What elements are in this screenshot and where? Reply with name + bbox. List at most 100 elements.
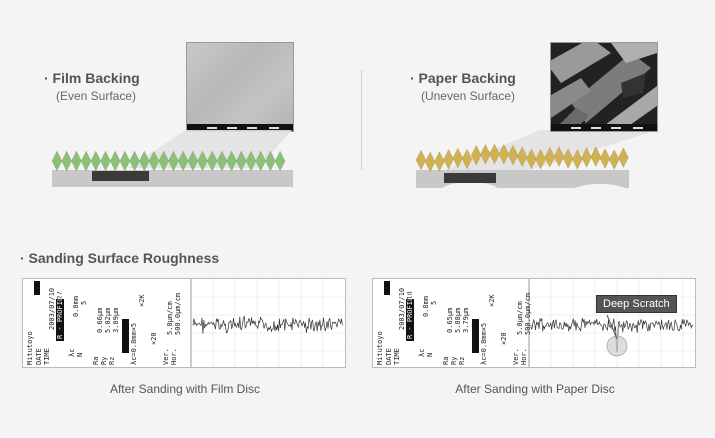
printout-rz-label: Rz xyxy=(108,357,116,365)
abrasive-grain xyxy=(52,151,62,171)
paper-zoom-beam xyxy=(444,130,658,170)
paper-fibers xyxy=(551,43,657,131)
printout-n-value: 5 xyxy=(80,301,88,305)
printout-ra-label: Ra xyxy=(92,357,100,365)
printout-x20: ×20 xyxy=(500,332,508,345)
printout-ver-label: Ver. xyxy=(162,348,170,365)
film-roughness-printout: Mitutoyo DATE TIME 2003/07/10 10:45:27 R… xyxy=(22,278,346,368)
micrograph-scalebar xyxy=(551,124,657,131)
abrasive-grain xyxy=(517,147,527,167)
printout-rz-label: Rz xyxy=(458,357,466,365)
paper-printout-graphic: Mitutoyo DATE TIME 2003/07/10 10:50:18 R… xyxy=(373,279,695,367)
abrasive-grain xyxy=(600,148,610,168)
printout-n-value: 5 xyxy=(430,301,438,305)
abrasive-grain xyxy=(62,151,72,171)
printout-date-label: DATE xyxy=(35,348,43,365)
abrasive-grain xyxy=(508,145,518,165)
abrasive-grain xyxy=(110,151,120,171)
paper-roughness-printout: Mitutoyo DATE TIME 2003/07/10 10:50:18 R… xyxy=(372,278,696,368)
printout-rz-value: 3.89μm xyxy=(112,308,120,333)
paper-gap-right xyxy=(570,184,630,202)
printout-profile-label: R - PROFILE xyxy=(406,293,414,339)
printout-date-label: DATE xyxy=(385,348,393,365)
abrasive-grain xyxy=(188,151,198,171)
abrasive-grain xyxy=(236,151,246,171)
printout-cond: λc=0.8mm×5 xyxy=(480,323,488,365)
printout-n-label: N xyxy=(426,353,434,357)
printout-hor-value: 500.0μm/cm xyxy=(174,293,182,335)
printout-ra-value: 0.66μm xyxy=(96,308,104,333)
abrasive-grain xyxy=(91,151,101,171)
paper-pad xyxy=(444,173,496,183)
abrasive-grain xyxy=(178,151,188,171)
abrasive-grain xyxy=(425,152,435,172)
printout-profile-label: R - PROFILE xyxy=(56,293,64,339)
deep-scratch-label: Deep Scratch xyxy=(596,295,677,313)
abrasive-grain xyxy=(554,147,564,167)
film-zoom-beam xyxy=(128,130,292,168)
abrasive-grain xyxy=(265,151,275,171)
abrasive-grain xyxy=(453,148,463,168)
abrasive-grain xyxy=(563,149,573,169)
printout-date: 2003/07/10 xyxy=(48,288,56,330)
printout-mag: ×2K xyxy=(138,294,146,307)
abrasive-grain xyxy=(582,147,592,167)
abrasive-grain xyxy=(618,148,628,168)
film-backing-subtitle: (Even Surface) xyxy=(26,89,166,103)
abrasive-grain xyxy=(480,144,490,164)
abrasive-grain xyxy=(227,151,237,171)
abrasive-grain xyxy=(471,145,481,165)
abrasive-grain xyxy=(139,151,149,171)
paper-micrograph xyxy=(550,42,658,132)
film-printout-graphic: Mitutoyo DATE TIME 2003/07/10 10:45:27 R… xyxy=(23,279,345,367)
abrasive-grain xyxy=(536,149,546,169)
abrasive-grain xyxy=(101,151,111,171)
film-pad xyxy=(92,171,149,181)
abrasive-grain xyxy=(434,151,444,171)
printout-ry-value: 5.88μm xyxy=(454,308,462,333)
abrasive-grain xyxy=(416,150,426,170)
film-micrograph xyxy=(186,42,294,132)
paper-caption: After Sanding with Paper Disc xyxy=(405,382,665,396)
paper-gap-left xyxy=(440,182,500,202)
film-base-layer xyxy=(52,170,293,187)
abrasive-grain xyxy=(499,144,509,164)
paper-base-layer xyxy=(416,170,629,188)
abrasive-grain xyxy=(462,149,472,169)
film-caption: After Sanding with Film Disc xyxy=(55,382,315,396)
printout-brand: Mitutoyo xyxy=(26,331,34,365)
printout-cond: λc=0.8mm×5 xyxy=(130,323,138,365)
abrasive-grain xyxy=(207,151,217,171)
paper-grains xyxy=(416,144,628,172)
abrasive-grain xyxy=(444,149,454,169)
abrasive-grain xyxy=(609,149,619,169)
abrasive-grain xyxy=(256,151,266,171)
abrasive-grain xyxy=(490,144,500,164)
abrasive-grain xyxy=(130,151,140,171)
film-backing-title: · Film Backing xyxy=(44,70,140,86)
film-grains xyxy=(52,151,285,171)
printout-lambda-value: 0.8mm xyxy=(72,296,80,317)
printout-brand: Mitutoyo xyxy=(376,331,384,365)
abrasive-grain xyxy=(168,151,178,171)
printout-ver-value: 5.0μm/cm xyxy=(166,301,174,335)
printout-ver-label: Ver. xyxy=(512,348,520,365)
abrasive-grain xyxy=(149,151,159,171)
abrasive-grain xyxy=(159,151,169,171)
abrasive-grain xyxy=(572,149,582,169)
printout-ra-label: Ra xyxy=(442,357,450,365)
abrasive-grain xyxy=(591,147,601,167)
printout-lambda-value: 0.8mm xyxy=(422,296,430,317)
paper-backing-title: · Paper Backing xyxy=(410,70,516,86)
printout-mag: ×2K xyxy=(488,294,496,307)
printout-ra-value: 0.65μm xyxy=(446,308,454,333)
abrasive-grain xyxy=(275,151,285,171)
printout-ver-value: 5.0μm/cm xyxy=(516,301,524,335)
printout-time-label: TIME xyxy=(393,348,401,365)
printout-lambda-label: λc xyxy=(68,349,76,357)
printout-ry-label: Ry xyxy=(450,357,458,365)
abrasive-grain xyxy=(246,151,256,171)
paper-backing-subtitle: (Uneven Surface) xyxy=(398,89,538,103)
abrasive-grain xyxy=(81,151,91,171)
printout-lambda-label: λc xyxy=(418,349,426,357)
